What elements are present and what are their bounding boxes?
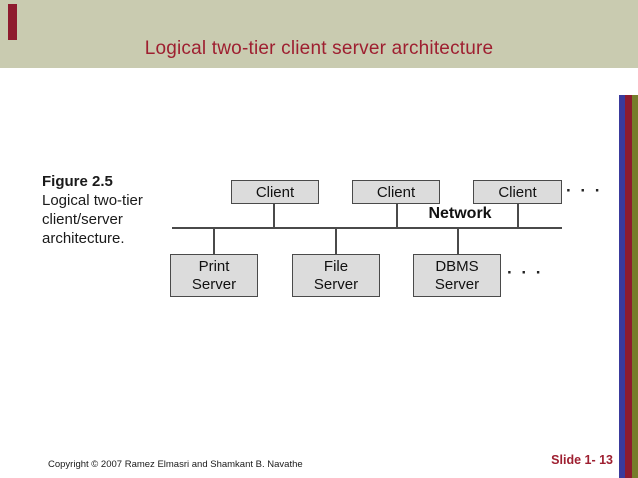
client-connector-line xyxy=(396,204,398,228)
server-connector-line xyxy=(457,228,459,254)
server-connector-line xyxy=(335,228,337,254)
client-connector-line xyxy=(517,204,519,228)
copyright-text: Copyright © 2007 Ramez Elmasri and Shamk… xyxy=(48,459,303,470)
dbms-server-box: DBMS Server xyxy=(413,254,501,297)
print-server-label-line2: Server xyxy=(191,275,237,293)
slide-title: Logical two-tier client server architect… xyxy=(144,38,494,59)
file-server-box: File Server xyxy=(292,254,380,297)
slide-number: Slide 1- 13 xyxy=(551,453,613,467)
dbms-server-label-line1: DBMS xyxy=(435,257,479,275)
figure-caption-line: architecture. xyxy=(42,230,125,247)
client-row-ellipsis: · · · xyxy=(566,181,603,200)
file-server-label-line2: Server xyxy=(313,275,359,293)
figure-caption: Figure 2.5 Logical two-tier client/serve… xyxy=(42,172,143,248)
dbms-server-label-line2: Server xyxy=(434,275,480,293)
server-connector-line xyxy=(213,228,215,254)
client-box-2-label: Client xyxy=(376,183,416,201)
network-label: Network xyxy=(428,205,492,222)
client-box-3: Client xyxy=(473,180,562,204)
server-row-ellipsis: · · · xyxy=(507,263,544,282)
right-edge-stripe-olive xyxy=(632,95,638,478)
client-box-3-label: Client xyxy=(498,183,537,201)
client-connector-line xyxy=(273,204,275,228)
figure-caption-heading: Figure 2.5 xyxy=(42,173,113,190)
figure-caption-line: client/server xyxy=(42,211,123,228)
right-edge-stripe-blue xyxy=(619,95,625,478)
right-edge-stripe-maroon xyxy=(625,95,632,478)
network-bus-line xyxy=(172,227,562,229)
client-box-1: Client xyxy=(231,180,319,204)
print-server-box: Print Server xyxy=(170,254,258,297)
print-server-label-line1: Print xyxy=(198,257,230,275)
figure-caption-line: Logical two-tier xyxy=(42,192,143,209)
header-band: Logical two-tier client server architect… xyxy=(0,0,638,68)
client-box-2: Client xyxy=(352,180,440,204)
client-box-1-label: Client xyxy=(255,183,295,201)
file-server-label-line1: File xyxy=(323,257,349,275)
corner-accent-bar xyxy=(8,4,17,40)
